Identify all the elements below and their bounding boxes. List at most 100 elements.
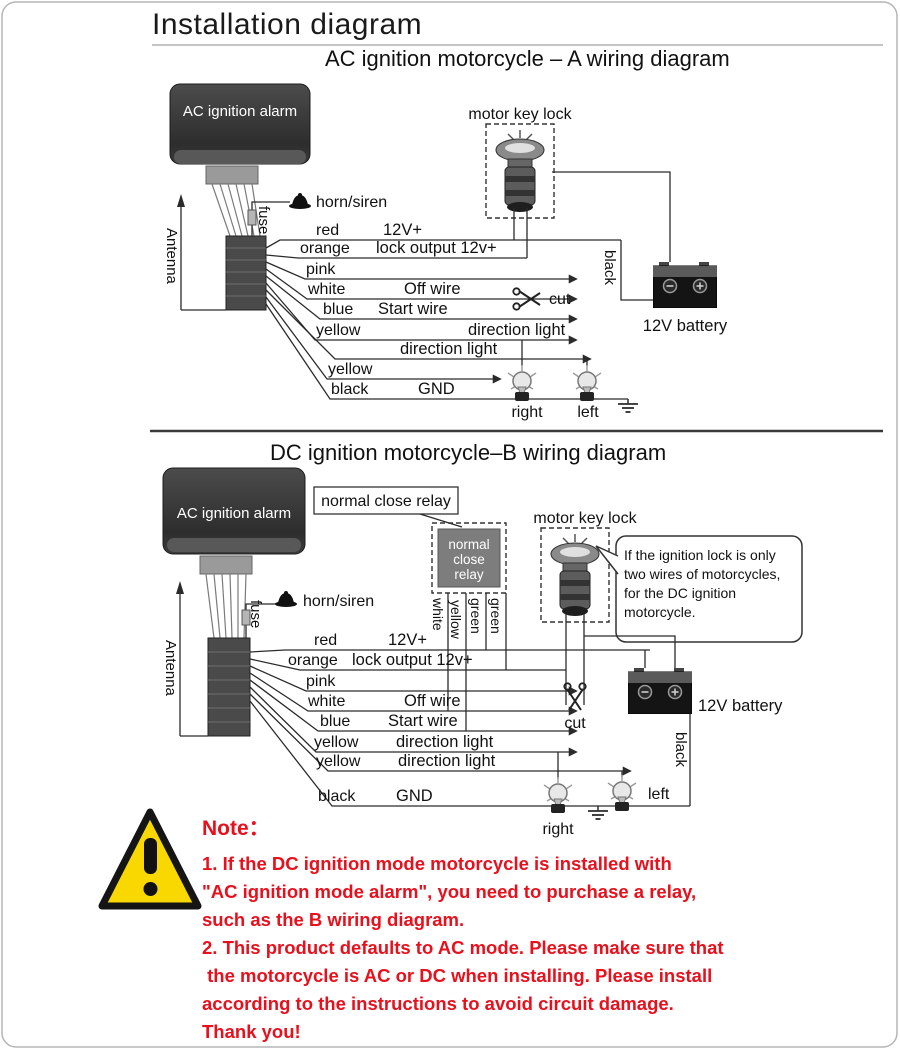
wire-desc-label: direction light <box>396 733 494 751</box>
right-label: right <box>511 404 543 421</box>
direction-lights: right left <box>542 752 670 838</box>
wire-desc-label: Start wire <box>378 300 448 318</box>
wire-yellow-1 <box>249 686 578 757</box>
right-label: right <box>542 821 574 838</box>
motor-key-lock: motor key lock <box>468 106 573 258</box>
connector-ridges <box>208 651 250 723</box>
wire-desc-label: Start wire <box>388 712 458 730</box>
wire-desc-label: direction light <box>398 752 496 770</box>
wire-color-label: yellow <box>316 322 361 339</box>
wire-black-gnd <box>249 700 690 807</box>
battery-icon <box>653 262 717 308</box>
left-label: left <box>648 786 670 803</box>
wire-color-label: yellow <box>314 734 359 751</box>
exclamation-dot <box>143 882 158 896</box>
wire-desc-label: GND <box>418 380 455 398</box>
wire-color-label: blue <box>320 713 350 730</box>
left-label: left <box>577 404 599 421</box>
horn-label: horn/siren <box>316 194 387 211</box>
note-line: "AC ignition mode alarm", you need to pu… <box>202 881 697 902</box>
connector-block <box>225 235 267 311</box>
alarm-label: AC ignition alarm <box>183 103 297 120</box>
alarm-box-base <box>174 150 306 164</box>
wire-color-label: white <box>307 693 345 710</box>
relay: normal close relay normal close relay <box>313 486 507 594</box>
wire-desc-label: direction light <box>468 321 566 339</box>
battery-icon <box>628 668 692 714</box>
wire-yellow-2 <box>249 693 632 776</box>
cut-label: cut <box>549 291 571 308</box>
wire-red <box>265 239 621 249</box>
antenna-arrow <box>177 194 185 207</box>
battery-circuit: 12V battery black <box>584 635 783 806</box>
wire-desc-label: direction light <box>400 340 498 358</box>
wire-labels: red 12V+ orange lock output 12v+ pink wh… <box>300 221 566 398</box>
key-lock-icon <box>495 129 545 213</box>
antenna-label: Antenna <box>163 228 180 285</box>
antenna: Antenna <box>162 581 208 737</box>
wire-color-label: orange <box>300 240 350 257</box>
wire-yellow-2 <box>265 296 502 384</box>
wire-bundle <box>205 573 247 639</box>
bubble-line: for the DC ignition <box>624 585 736 601</box>
wire-desc-label: lock output 12v+ <box>352 651 473 669</box>
note-line: Thank you! <box>202 1021 301 1042</box>
note-heading: Note： <box>202 817 270 840</box>
key-lock-label: motor key lock <box>533 510 637 527</box>
wire-color-label: black <box>331 381 369 398</box>
black-wire-label: black <box>672 732 689 768</box>
horn-icon <box>289 193 311 209</box>
wire-color-label: red <box>314 632 337 649</box>
cut-label: cut <box>564 715 586 732</box>
fuse-horn: fuse horn/siren <box>247 193 387 236</box>
connector-ridges <box>226 247 266 297</box>
wire-color-label: yellow <box>316 753 361 770</box>
connector-block <box>207 637 251 737</box>
wire-color-label: white <box>307 281 345 298</box>
battery-label: 12V battery <box>643 317 728 335</box>
battery-label: 12V battery <box>698 697 783 715</box>
bubble-box <box>615 535 803 643</box>
direction-lights: right left <box>507 340 639 421</box>
wire-desc-label: lock output 12v+ <box>376 239 497 257</box>
wire-orange <box>249 658 566 671</box>
wire-blue <box>265 275 578 324</box>
relay-wire-label: green <box>488 598 504 634</box>
fuse-horn: fuse horn/siren <box>241 591 374 638</box>
alarm-label: AC ignition alarm <box>177 505 291 522</box>
wire-orange <box>265 254 527 259</box>
alarm-box-base <box>167 538 301 552</box>
scissors-icon <box>563 682 587 711</box>
wire-labels: red 12V+ orange lock output 12v+ pink wh… <box>288 631 496 805</box>
wire-desc-label: Off wire <box>404 280 461 298</box>
wire-yellow-1 <box>265 282 578 345</box>
wire-red <box>249 649 650 653</box>
wire-desc-label: Off wire <box>404 692 461 710</box>
relay-wire-label: green <box>468 598 484 634</box>
relay-wire-label: yellow <box>448 600 464 640</box>
section-b-heading: DC ignition motorcycle–B wiring diagram <box>270 440 667 465</box>
relay-box-line: relay <box>454 567 484 582</box>
relay-callout-box <box>313 486 459 515</box>
fuse-label: fuse <box>247 600 264 628</box>
relay-outline <box>431 522 507 594</box>
left-bulb-icon <box>572 364 602 402</box>
wire-color-label: pink <box>306 673 336 690</box>
wire-rows <box>249 649 690 807</box>
key-lock-outline <box>485 123 555 219</box>
horn-label: horn/siren <box>303 593 374 610</box>
note-line: the motorcycle is AC or DC when installi… <box>202 965 713 986</box>
relay-wires: white yellow green green <box>430 593 507 731</box>
fuse-symbol <box>241 609 251 626</box>
relay-wire-label: white <box>430 597 446 631</box>
battery-circuit: black 12V battery <box>552 171 728 335</box>
fuse-symbol <box>247 209 257 226</box>
wire-desc-label: 12V+ <box>388 631 427 649</box>
wire-pink <box>249 665 578 696</box>
black-wire-label: black <box>601 250 618 286</box>
ground-icon <box>617 399 639 413</box>
note-line: such as the B wiring diagram. <box>202 909 465 930</box>
